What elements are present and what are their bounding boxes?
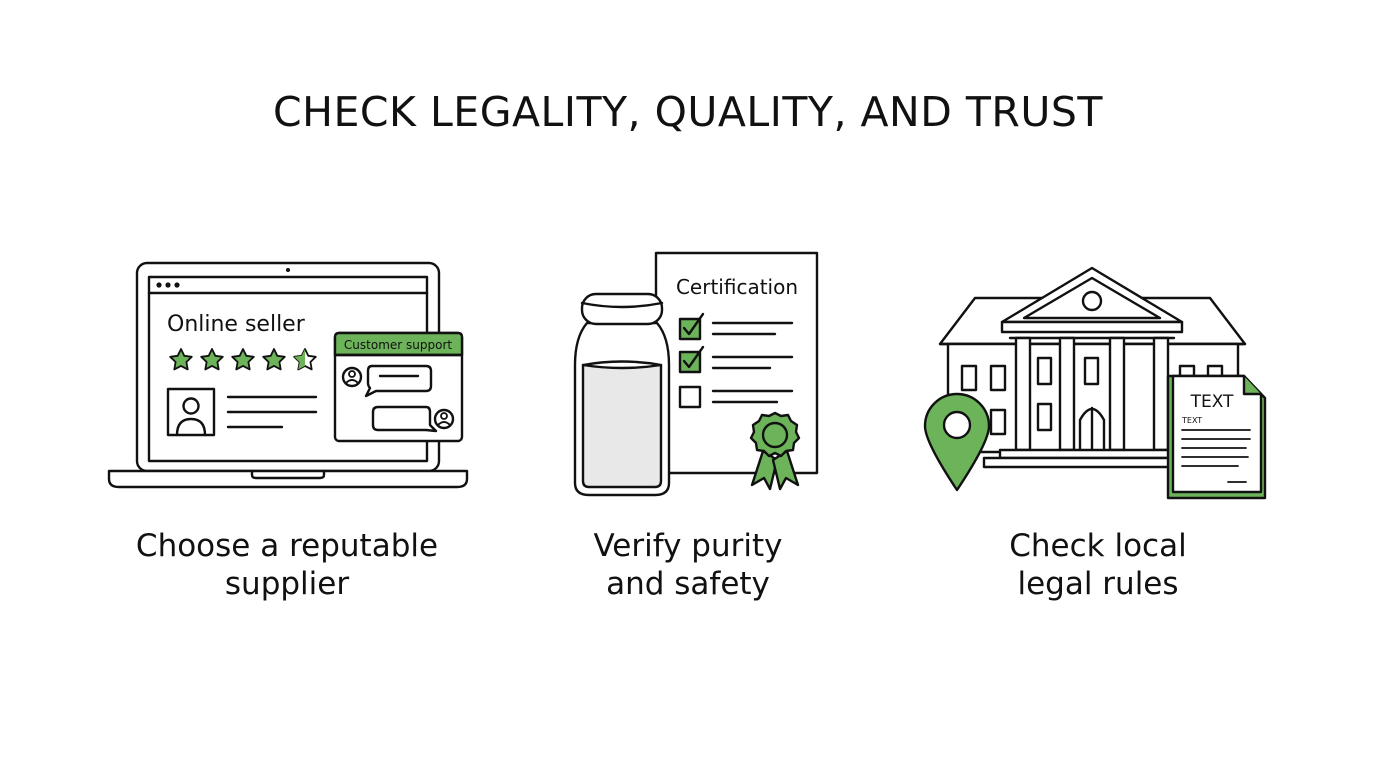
customer-support-card: Customer support <box>333 331 464 443</box>
legal-document: TEXT TEXT <box>1166 374 1267 500</box>
page-title: CHECK LEGALITY, QUALITY, AND TRUST <box>273 88 1103 136</box>
caption-legal: Check local legal rules <box>1009 528 1187 602</box>
support-label: Customer support <box>344 338 452 352</box>
rating-stars <box>169 348 317 371</box>
document-title: TEXT <box>1190 392 1234 412</box>
caption-purity: Verify purity and safety <box>593 528 783 602</box>
vial-icon: Certification <box>573 251 819 497</box>
courthouse-icon: TEXT TEXT <box>923 266 1267 500</box>
avatar <box>166 387 216 437</box>
caption-supplier: Choose a reputable supplier <box>135 528 439 602</box>
laptop-icon: Online seller Customer support <box>107 261 469 489</box>
vial-bottle <box>573 292 671 497</box>
certificate-title: Certification <box>676 275 798 299</box>
seller-title: Online seller <box>167 312 306 337</box>
location-pin-icon <box>923 392 991 492</box>
window-dot-icon <box>156 282 162 288</box>
checklist <box>678 312 794 409</box>
seal-icon <box>749 411 801 491</box>
document-subtitle: TEXT <box>1181 416 1202 425</box>
